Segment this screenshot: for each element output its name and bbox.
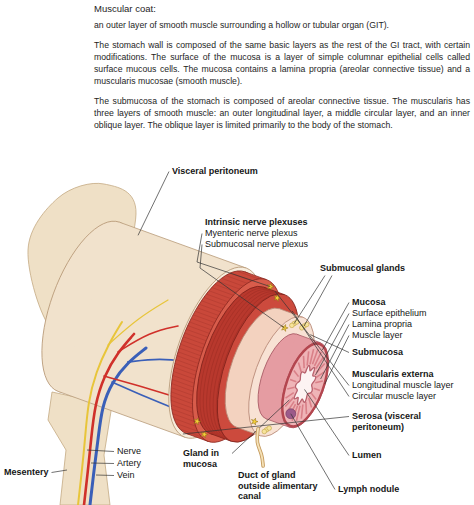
mucosal-gland: [303, 356, 305, 368]
part-label: Gland in mucosa: [183, 448, 229, 469]
leader-line: [321, 325, 349, 380]
leader-line: [294, 276, 325, 324]
blood-vessel: [90, 348, 146, 505]
gland-lobule: [267, 426, 272, 431]
part-label: Mesentery: [4, 467, 49, 478]
myenteric-plexus: [194, 418, 201, 425]
part-label: Myenteric nerve plexus: [205, 228, 298, 239]
gland-lobule: [290, 323, 295, 328]
leader-line: [138, 172, 169, 236]
leader-line: [91, 463, 114, 465]
mucosal-gland: [286, 393, 294, 399]
mucosal-gland: [307, 351, 309, 365]
part-label: Lamina propria: [352, 319, 412, 330]
mucosa-face: [272, 336, 338, 433]
mucosal-gland: [311, 393, 316, 399]
body-text: The submucosa of the stomach is composed…: [94, 95, 470, 131]
leader-line: [291, 414, 335, 490]
leader-line: [304, 276, 332, 327]
leader-line: [96, 475, 114, 477]
part-label: Lymph nodule: [338, 484, 399, 495]
part-label: Lumen: [352, 450, 382, 461]
part-label: Muscle layer: [352, 330, 403, 341]
leader-line: [52, 470, 67, 473]
part-label: Duct of gland outside alimentary canal: [238, 470, 328, 502]
part-label: Surface epithelium: [352, 308, 427, 319]
gland-duct: [257, 429, 263, 466]
submucosal-plexus: [252, 418, 259, 425]
lumen: [294, 365, 316, 404]
submucosal-plexus: [282, 325, 289, 332]
part-label: Serosa (visceral peritoneum): [352, 411, 456, 432]
submucosa-face: [235, 308, 328, 444]
muscularis-mucosae: [273, 338, 337, 432]
blood-vessel: [78, 322, 122, 505]
heading: Muscular coat:: [94, 3, 156, 15]
leader-line: [87, 450, 114, 452]
part-label: Submucosal nerve plexus: [205, 239, 308, 250]
blood-vessel: [108, 300, 168, 345]
part-label: Muscularis externa: [352, 369, 434, 380]
body-text: an outer layer of smooth muscle surround…: [94, 19, 470, 31]
mucosal-gland: [290, 380, 296, 382]
part-label: Longitudinal muscle layer: [352, 380, 454, 391]
tube-group: [23, 209, 338, 505]
mucosal-gland: [287, 387, 295, 389]
part-label: Nerve: [117, 446, 141, 457]
gland-duct: [257, 429, 263, 466]
blood-vessel: [112, 382, 178, 410]
leader-line: [200, 245, 284, 328]
mucosal-gland: [298, 362, 301, 371]
leader-line: [315, 314, 349, 376]
leader-line: [275, 291, 349, 385]
blood-vessel: [118, 326, 178, 352]
text-column: an outer layer of smooth muscle surround…: [94, 19, 470, 131]
mucosal-gland: [315, 381, 323, 383]
part-label: Visceral peritoneum: [172, 166, 258, 177]
leader-group: [52, 172, 349, 490]
serosa-edge: [58, 391, 185, 437]
leader-line: [292, 311, 349, 396]
part-label: Vein: [117, 470, 135, 481]
part-label: Circular muscle layer: [352, 391, 436, 402]
mucosal-gland: [314, 352, 321, 366]
part-label: Submucosa: [352, 347, 403, 358]
leader-line: [305, 389, 349, 455]
mucosal-gland: [294, 371, 299, 377]
mucosal-gland: [314, 388, 320, 390]
gland-lobule: [262, 429, 267, 434]
mucosal-gland: [285, 397, 293, 406]
leader-line: [183, 417, 349, 435]
part-label: Mucosa: [352, 297, 386, 308]
leader-line: [232, 400, 289, 454]
myenteric-plexus: [274, 295, 281, 302]
part-label: Artery: [117, 458, 141, 469]
myenteric-plexus: [268, 283, 275, 290]
mucosal-gland: [305, 402, 307, 414]
body-text: The stomach wall is composed of the same…: [94, 39, 470, 87]
mucosal-gland: [301, 404, 303, 418]
part-label: Submucosal glands: [320, 263, 405, 274]
part-label: Intrinsic nerve plexuses: [205, 217, 308, 228]
